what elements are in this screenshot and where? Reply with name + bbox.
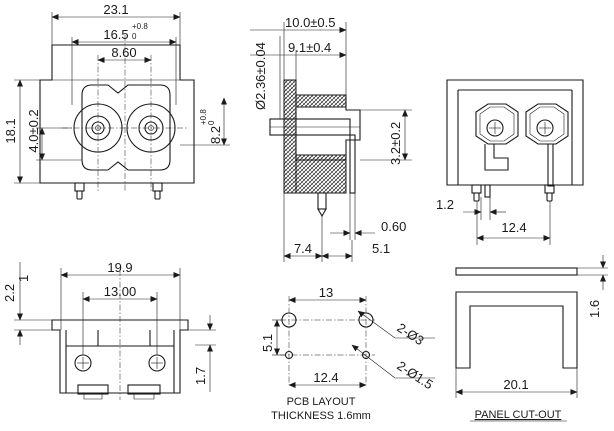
pcb-large-holes-label: 2-Ø3	[394, 320, 426, 348]
front-left-lead-base	[74, 182, 85, 192]
pcb-small-holes-label: 2-Ø1.5	[394, 358, 436, 392]
side-depth-pin-label: 9.1±0.4	[288, 40, 331, 55]
front-width-label: 23.1	[103, 2, 128, 17]
front-body-outline	[39, 44, 195, 184]
bottom-top-offset-tol: 1	[16, 275, 31, 282]
side-lead	[349, 134, 356, 194]
side-body-depth-label: 7.4	[294, 241, 312, 256]
rear-right-lead-strip	[547, 144, 554, 187]
bottom-right-tab	[127, 384, 161, 395]
front-center-offset-label: 4.0±0.2	[26, 109, 41, 152]
front-right-lead-base	[152, 182, 163, 192]
panel-top-bar	[455, 267, 578, 276]
side-pin-height-label: 3.2±0.2	[388, 122, 403, 165]
pcb-lead-span-label: 12.4	[313, 370, 338, 385]
panel-wall-thickness-label: 1.6	[587, 300, 602, 318]
front-pin-offset-label: 8.2	[208, 126, 223, 144]
front-inlet-face	[81, 84, 171, 171]
front-view: 23.1 16.5 +0.8 0 8.60 18.1 4.0±0.2 8.2 +…	[3, 2, 230, 200]
bottom-outline	[51, 319, 189, 394]
rear-left-lead	[473, 192, 480, 202]
rear-lead-span-label: 12.4	[501, 220, 526, 235]
bottom-view: 2.2 1 19.9 13.00 1.7	[2, 260, 216, 400]
side-view: Ø2.36±0.04 10.0±0.5 9.1±0.4 3.2±0.2 0.60…	[250, 15, 412, 262]
front-hole-span-tol-upper: +0.8	[132, 22, 148, 31]
side-body-top-hatch	[295, 94, 347, 108]
front-center-span-label: 8.60	[111, 45, 136, 60]
front-pin-offset-tol-upper: +0.8	[199, 109, 208, 125]
bottom-inner-outline	[65, 330, 175, 393]
rear-right-terminal	[525, 103, 569, 145]
side-pin-diameter-label: Ø2.36±0.04	[253, 42, 268, 110]
front-hole-span-tol-lower: 0	[132, 32, 137, 41]
rear-left-lead-base	[471, 184, 482, 194]
rear-left-lead-2	[484, 184, 491, 198]
front-pin-offset-tol-lower: 0	[207, 120, 216, 125]
side-front-lead	[317, 192, 327, 210]
side-depth-total-label: 10.0±0.5	[285, 15, 336, 30]
rear-left-screw-icon	[486, 119, 504, 137]
rear-lead-gap-label: 1.2	[436, 197, 454, 212]
rear-right-screw-icon	[536, 119, 554, 137]
pcb-layout: 13 5.1 12.4 2-Ø3 2-Ø1.5 PCB LAYOUT THICK…	[260, 285, 436, 422]
rear-left-lead-strip	[484, 144, 509, 171]
side-flange	[283, 79, 297, 194]
side-front-lead-tip	[317, 208, 327, 218]
bottom-left-tab	[77, 384, 109, 395]
panel-cutout-width-label: 20.1	[503, 377, 528, 392]
front-left-lead	[76, 190, 83, 200]
rear-right-lead	[546, 192, 553, 202]
bottom-flange-width-label: 19.9	[107, 260, 132, 275]
side-body-bottom-hatch	[295, 154, 347, 194]
front-right-lead	[154, 190, 161, 200]
bottom-top-offset-label: 2.2	[2, 284, 17, 302]
bottom-tab-height-label: 1.7	[193, 367, 208, 385]
rear-body-outline	[446, 79, 584, 186]
bottom-center-block	[97, 330, 151, 346]
front-height-label: 18.1	[3, 118, 18, 143]
rear-left-terminal	[475, 103, 519, 145]
panel-cutout-title: PANEL CUT-OUT	[475, 409, 562, 421]
pcb-hole-span-label: 13	[319, 285, 333, 300]
panel-cutout: 1.6 20.1 PANEL CUT-OUT	[455, 255, 608, 422]
rear-inner-outline	[457, 89, 573, 185]
side-lead-offset-label: 5.1	[372, 241, 390, 256]
side-lead-thickness-label: 0.60	[381, 219, 406, 234]
panel-cutout-outline	[455, 291, 578, 369]
front-hole-span-label: 16.5	[103, 27, 128, 42]
pcb-row-offset-label: 5.1	[260, 334, 275, 352]
pcb-thickness-label: THICKNESS 1.6mm	[271, 410, 371, 422]
pcb-layout-title: PCB LAYOUT	[287, 396, 356, 408]
bottom-inner-width-label: 13.00	[104, 284, 137, 299]
rear-view: 1.2 12.4	[436, 79, 584, 245]
